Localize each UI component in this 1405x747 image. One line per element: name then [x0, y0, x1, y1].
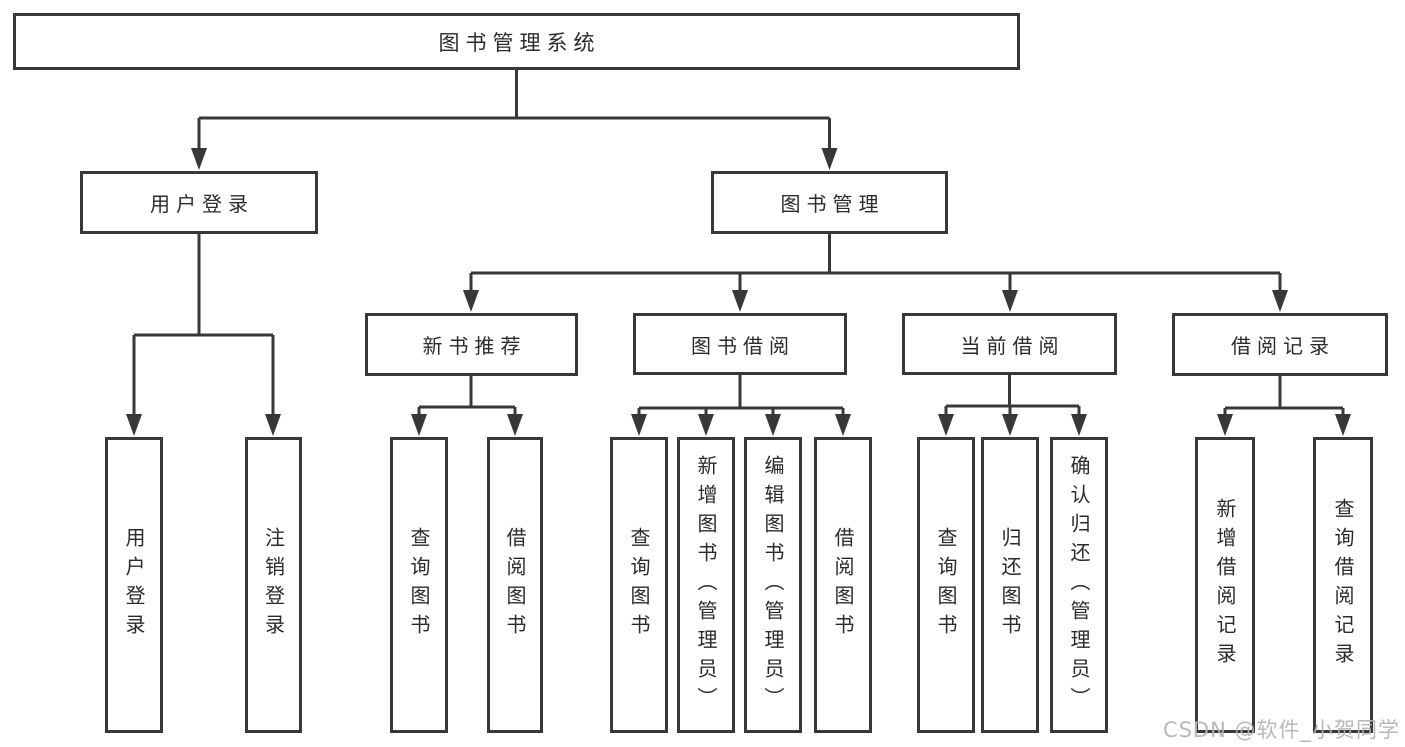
node-label: 查询图书	[627, 527, 651, 643]
leaf-current-query-books: 查询图书	[917, 437, 975, 733]
node-label: 查询图书	[934, 527, 958, 643]
node-label: 确认归还（管理员）	[1067, 454, 1091, 716]
node-label: 图书管理系统	[438, 30, 601, 55]
leaf-recommend-query-books: 查询图书	[390, 437, 448, 733]
leaf-borrow-query-books: 查询图书	[610, 437, 668, 733]
node-label: 注销登录	[261, 527, 286, 643]
node-label: 查询借阅记录	[1331, 498, 1355, 672]
node-label: 归还图书	[998, 527, 1022, 643]
node-book-management: 图书管理	[711, 171, 948, 234]
node-label: 用户登录	[150, 192, 254, 216]
node-book-borrow: 图书借阅	[633, 313, 847, 375]
node-borrow-records: 借阅记录	[1172, 313, 1388, 376]
leaf-add-books-admin: 新增图书（管理员）	[677, 437, 735, 733]
node-label: 借阅记录	[1231, 334, 1335, 358]
leaf-borrow-books: 借阅图书	[814, 437, 872, 733]
leaf-confirm-return-admin: 确认归还（管理员）	[1050, 437, 1108, 733]
csdn-watermark: CSDN @软件_小贺同学	[1162, 718, 1400, 742]
connector-lines	[132, 70, 1345, 426]
node-new-book-recommend: 新书推荐	[365, 313, 578, 376]
node-label: 图书管理	[780, 192, 885, 216]
node-user-login: 用户登录	[80, 171, 318, 234]
leaf-query-borrow-record: 查询借阅记录	[1313, 437, 1373, 733]
node-label: 图书借阅	[691, 333, 795, 358]
leaf-add-borrow-record: 新增借阅记录	[1195, 437, 1255, 733]
node-label: 新增图书（管理员）	[694, 454, 718, 716]
leaf-edit-books-admin: 编辑图书（管理员）	[744, 437, 802, 733]
node-root: 图书管理系统	[13, 13, 1020, 70]
node-label: 借阅图书	[831, 527, 855, 643]
node-label: 当前借阅	[960, 333, 1065, 358]
node-label: 查询图书	[407, 527, 431, 643]
node-current-borrow: 当前借阅	[902, 313, 1117, 375]
leaf-recommend-borrow-books: 借阅图书	[487, 437, 543, 733]
node-label: 借阅图书	[503, 527, 527, 643]
node-label: 新书推荐	[422, 334, 527, 358]
leaf-return-books: 归还图书	[981, 437, 1039, 733]
leaf-user-login: 用户登录	[105, 437, 163, 733]
node-label: 编辑图书（管理员）	[761, 454, 785, 716]
node-label: 用户登录	[122, 527, 146, 643]
node-label: 新增借阅记录	[1213, 498, 1237, 672]
leaf-logout: 注销登录	[245, 437, 302, 733]
arrowheads	[126, 148, 1351, 436]
